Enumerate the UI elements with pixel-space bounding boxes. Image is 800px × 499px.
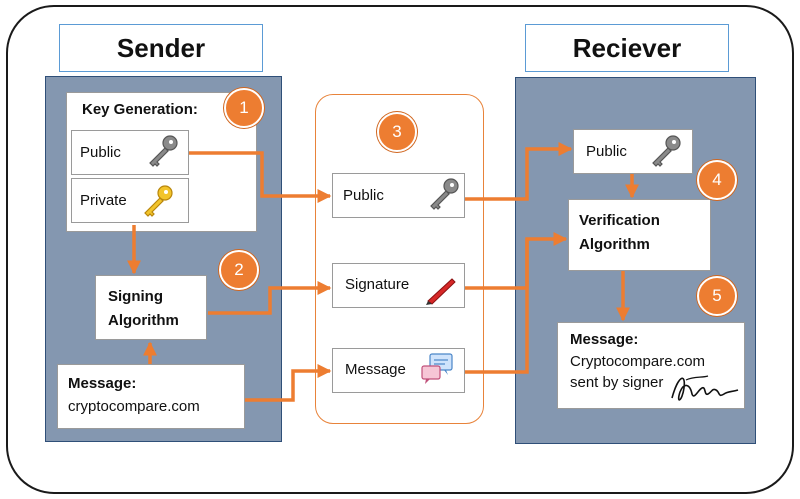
arrow-message-to-channel (245, 364, 332, 402)
key-generation-label: Key Generation: (82, 101, 198, 118)
arrow-public-to-channel (189, 151, 332, 203)
arrow-message-to-verification (465, 239, 529, 374)
step-circle-3: 3 (377, 112, 417, 152)
chat-bubbles-icon (421, 353, 453, 384)
sender-public-label: Public (80, 144, 121, 161)
receiver-title: Reciever (572, 32, 682, 63)
receiver-public-box: Public (573, 129, 693, 174)
receiver-public-label: Public (586, 143, 627, 160)
result-message-box: Message: Cryptocompare.com sent by signe… (557, 322, 745, 409)
sender-header: Sender (59, 24, 263, 72)
arrow-signature-to-verification (465, 232, 568, 290)
receiver-header: Reciever (525, 24, 729, 72)
step-number-2: 2 (234, 260, 244, 279)
grey-key-icon (652, 135, 681, 167)
result-message-label: Message: (570, 331, 639, 348)
arrow-channel-public-to-receiver (465, 142, 573, 201)
verification-line1: Verification (579, 212, 660, 229)
gold-key-icon (144, 185, 173, 217)
result-line1: Cryptocompare.com (570, 353, 706, 370)
step-number-3: 3 (392, 122, 402, 141)
result-line2: sent by signer (570, 374, 664, 391)
verification-line2: Algorithm (579, 236, 650, 253)
sender-private-key-box: Private (71, 178, 189, 223)
grey-key-icon (149, 135, 178, 167)
arrow-signing-to-signature (208, 281, 332, 315)
step-circle-4: 4 (697, 160, 737, 200)
step-number-1: 1 (239, 98, 249, 117)
channel-signature-label: Signature (345, 276, 410, 293)
signature-scribble-icon (671, 375, 739, 401)
sender-message-label: Message: (68, 375, 137, 392)
step-number-5: 5 (712, 286, 722, 305)
signing-line1: Signing (108, 288, 163, 305)
signing-algorithm-box: Signing Algorithm (95, 275, 207, 340)
sender-private-label: Private (80, 192, 127, 209)
signing-line2: Algorithm (108, 312, 179, 329)
channel-message-label: Message (345, 361, 406, 378)
step-number-4: 4 (712, 170, 722, 189)
step-circle-5: 5 (697, 276, 737, 316)
sender-title: Sender (116, 32, 206, 63)
channel-signature-box: Signature (332, 263, 465, 308)
channel-public-label: Public (343, 187, 384, 204)
red-pen-icon (426, 278, 456, 305)
step-circle-1: 1 (224, 88, 264, 128)
step-circle-2: 2 (219, 250, 259, 290)
sender-message-text: cryptocompare.com (68, 398, 200, 415)
sender-message-box: Message: cryptocompare.com (57, 364, 245, 429)
verification-algorithm-box: Verification Algorithm (568, 199, 711, 271)
grey-key-icon (430, 178, 459, 210)
